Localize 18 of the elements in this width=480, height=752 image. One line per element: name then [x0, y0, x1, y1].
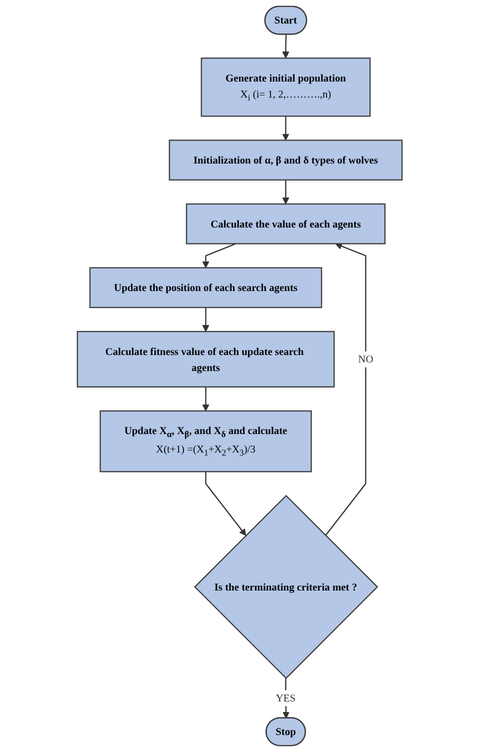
arrow	[282, 116, 290, 141]
node-box: Calculate fitness value of each update search agents	[77, 330, 335, 388]
arrow	[282, 180, 290, 204]
arrow	[202, 243, 236, 268]
node-box: Generate initial population X$_{i}$ (i= 1, 2,……….,n)	[201, 58, 371, 117]
node-box: Calculate the value of each agents	[186, 203, 386, 244]
arrow	[202, 307, 210, 332]
edge-label: YES	[276, 692, 296, 704]
node-diamond: Is the terminating criteria met ?	[194, 494, 378, 680]
node-box: Initialization of α, β and δ types of wolves	[169, 140, 403, 181]
edge-label: NO	[358, 353, 374, 366]
arrow	[205, 472, 247, 536]
arrow	[282, 678, 290, 719]
node-box: Update the position of each search agents	[90, 267, 322, 308]
node-box: Update X$_{α}$, X$_{β}$, and X$_{δ}$ and calculate X(t+1) =(X$_{1}$+X$_{2}$+X$_{3}$)/3	[100, 410, 312, 472]
arrow	[282, 34, 290, 58]
arrow	[202, 386, 210, 412]
arrow	[325, 242, 367, 536]
